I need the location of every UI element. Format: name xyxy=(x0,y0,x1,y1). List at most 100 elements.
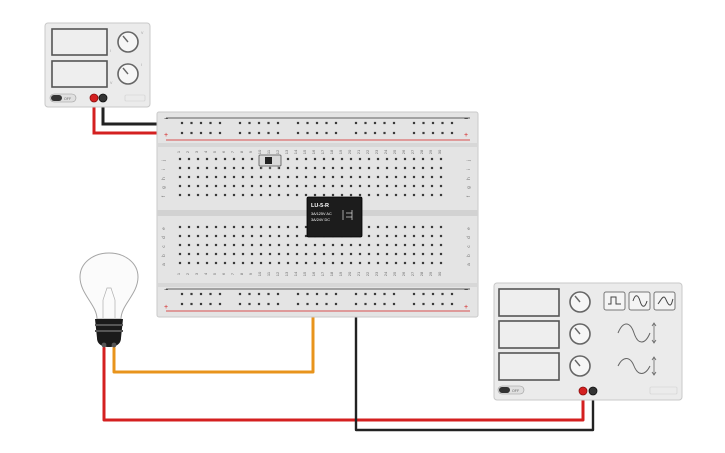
rail-hole[interactable] xyxy=(431,121,435,125)
breadboard-hole[interactable] xyxy=(178,193,182,197)
breadboard-hole[interactable] xyxy=(250,193,254,197)
breadboard-hole[interactable] xyxy=(439,261,443,265)
breadboard-hole[interactable] xyxy=(322,184,326,188)
rail-hole[interactable] xyxy=(392,121,396,125)
rail-hole[interactable] xyxy=(238,292,242,296)
rail-hole[interactable] xyxy=(354,302,358,306)
breadboard-hole[interactable] xyxy=(394,175,398,179)
breadboard-hole[interactable] xyxy=(439,157,443,161)
breadboard-hole[interactable] xyxy=(394,243,398,247)
breadboard-hole[interactable] xyxy=(205,243,209,247)
bulb-terminal-left[interactable] xyxy=(101,342,107,348)
breadboard-hole[interactable] xyxy=(187,193,191,197)
breadboard-hole[interactable] xyxy=(268,234,272,238)
rail-hole[interactable] xyxy=(238,302,242,306)
rail-hole[interactable] xyxy=(364,302,367,306)
breadboard-hole[interactable] xyxy=(277,252,281,256)
breadboard-hole[interactable] xyxy=(322,252,326,256)
rail-hole[interactable] xyxy=(296,131,300,135)
rail-hole[interactable] xyxy=(238,131,242,135)
breadboard-hole[interactable] xyxy=(178,225,182,229)
rail-hole[interactable] xyxy=(306,121,309,125)
breadboard-hole[interactable] xyxy=(241,252,245,256)
breadboard-hole[interactable] xyxy=(412,243,416,247)
rail-hole[interactable] xyxy=(383,131,386,135)
breadboard-hole[interactable] xyxy=(232,166,236,170)
breadboard-hole[interactable] xyxy=(187,225,191,229)
breadboard-hole[interactable] xyxy=(412,261,416,265)
breadboard-hole[interactable] xyxy=(421,225,425,229)
rail-hole[interactable] xyxy=(422,292,425,296)
rail-hole[interactable] xyxy=(180,292,184,296)
breadboard-hole[interactable] xyxy=(385,243,389,247)
breadboard-hole[interactable] xyxy=(439,252,443,256)
breadboard-hole[interactable] xyxy=(223,243,227,247)
breadboard-hole[interactable] xyxy=(259,184,263,188)
breadboard-hole[interactable] xyxy=(223,252,227,256)
breadboard-hole[interactable] xyxy=(232,184,236,188)
breadboard-hole[interactable] xyxy=(430,234,434,238)
breadboard-hole[interactable] xyxy=(439,225,443,229)
breadboard-hole[interactable] xyxy=(241,261,245,265)
breadboard-hole[interactable] xyxy=(367,175,371,179)
breadboard-hole[interactable] xyxy=(331,243,335,247)
rail-hole[interactable] xyxy=(315,121,319,125)
breadboard-hole[interactable] xyxy=(277,234,281,238)
breadboard-hole[interactable] xyxy=(358,252,362,256)
breadboard-hole[interactable] xyxy=(367,184,371,188)
breadboard-hole[interactable] xyxy=(385,184,389,188)
breadboard-hole[interactable] xyxy=(268,193,272,197)
rail-hole[interactable] xyxy=(276,292,280,296)
breadboard-hole[interactable] xyxy=(349,261,353,265)
rail-hole[interactable] xyxy=(257,121,261,125)
breadboard-hole[interactable] xyxy=(385,175,389,179)
breadboard-hole[interactable] xyxy=(385,157,389,161)
slide-switch[interactable] xyxy=(258,154,282,169)
rail-hole[interactable] xyxy=(306,302,309,306)
breadboard-hole[interactable] xyxy=(232,193,236,197)
breadboard-hole[interactable] xyxy=(358,193,362,197)
rail-hole[interactable] xyxy=(180,302,184,306)
breadboard-hole[interactable] xyxy=(259,252,263,256)
breadboard-hole[interactable] xyxy=(295,157,299,161)
breadboard-hole[interactable] xyxy=(439,175,443,179)
breadboard-hole[interactable] xyxy=(268,243,272,247)
breadboard-hole[interactable] xyxy=(304,175,308,179)
breadboard-hole[interactable] xyxy=(304,252,308,256)
breadboard-hole[interactable] xyxy=(196,252,200,256)
breadboard-hole[interactable] xyxy=(358,243,362,247)
breadboard-hole[interactable] xyxy=(178,175,182,179)
breadboard-hole[interactable] xyxy=(439,234,443,238)
breadboard-hole[interactable] xyxy=(331,261,335,265)
breadboard-hole[interactable] xyxy=(385,225,389,229)
breadboard-hole[interactable] xyxy=(223,225,227,229)
rail-hole[interactable] xyxy=(218,121,222,125)
rail-hole[interactable] xyxy=(209,302,212,306)
breadboard-hole[interactable] xyxy=(187,234,191,238)
breadboard-hole[interactable] xyxy=(205,175,209,179)
breadboard-hole[interactable] xyxy=(322,193,326,197)
rail-hole[interactable] xyxy=(296,302,300,306)
breadboard-hole[interactable] xyxy=(214,252,218,256)
breadboard-hole[interactable] xyxy=(385,166,389,170)
breadboard-hole[interactable] xyxy=(376,157,380,161)
rail-hole[interactable] xyxy=(364,121,367,125)
breadboard-hole[interactable] xyxy=(259,166,263,170)
breadboard-hole[interactable] xyxy=(421,157,425,161)
breadboard-hole[interactable] xyxy=(232,175,236,179)
breadboard-hole[interactable] xyxy=(196,225,200,229)
breadboard-hole[interactable] xyxy=(349,243,353,247)
breadboard-hole[interactable] xyxy=(376,252,380,256)
breadboard-hole[interactable] xyxy=(367,225,371,229)
breadboard-hole[interactable] xyxy=(403,157,407,161)
rail-hole[interactable] xyxy=(325,121,328,125)
fg-triangle-wave-button[interactable] xyxy=(653,291,676,311)
rail-hole[interactable] xyxy=(431,131,435,135)
breadboard-hole[interactable] xyxy=(223,175,227,179)
breadboard-hole[interactable] xyxy=(403,243,407,247)
breadboard-hole[interactable] xyxy=(313,175,317,179)
rail-hole[interactable] xyxy=(325,302,328,306)
breadboard-hole[interactable] xyxy=(385,193,389,197)
breadboard-hole[interactable] xyxy=(322,261,326,265)
breadboard-hole[interactable] xyxy=(232,157,236,161)
